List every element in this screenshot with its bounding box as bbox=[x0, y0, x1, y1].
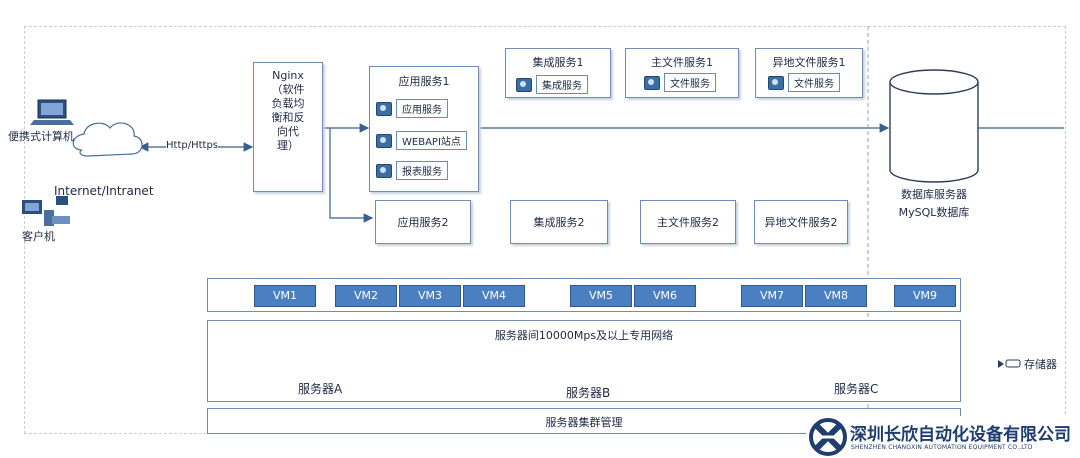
remote-file-service-1-box: 异地文件服务1 文件服务 bbox=[755, 48, 863, 98]
nginx-label: Nginx （软件 负载均 衡和反 向代 理） bbox=[271, 69, 305, 152]
company-name-cn: 深圳长欣自动化设备有限公司 bbox=[850, 425, 1071, 445]
network-label: Internet/Intranet bbox=[54, 184, 154, 198]
vm-3: VM3 bbox=[399, 285, 461, 307]
company-logo: 深圳长欣自动化设备有限公司 SHENZHEN CHANGXIN AUTOMATI… bbox=[806, 416, 1080, 458]
app-service-item: 应用服务 bbox=[376, 99, 448, 118]
client-label: 客户机 bbox=[22, 230, 55, 243]
main-file-service-1-title: 主文件服务1 bbox=[651, 56, 713, 69]
vm-9: VM9 bbox=[894, 285, 956, 307]
server-icon bbox=[376, 101, 392, 116]
storage-arrow-icon bbox=[998, 359, 1021, 368]
integration-service-2-box: 集成服务2 bbox=[510, 200, 608, 244]
vm-1: VM1 bbox=[254, 285, 316, 307]
server-icon bbox=[644, 75, 660, 90]
webapi-item: WEBAPI站点 bbox=[376, 131, 467, 150]
database-label-2: MySQL数据库 bbox=[898, 206, 970, 219]
nginx-box: Nginx （软件 负载均 衡和反 向代 理） bbox=[253, 62, 323, 192]
integration-service-1-title: 集成服务1 bbox=[532, 56, 584, 69]
server-icon bbox=[516, 77, 532, 92]
network-band-label: 服务器间10000Mps及以上专用网络 bbox=[494, 329, 674, 342]
app-service-2-box: 应用服务2 bbox=[375, 200, 471, 244]
app-service-2-label: 应用服务2 bbox=[397, 216, 449, 229]
vm-8: VM8 bbox=[805, 285, 867, 307]
integration-item: 集成服务 bbox=[516, 75, 588, 94]
server-a-label: 服务器A bbox=[298, 382, 343, 396]
company-logo-icon bbox=[809, 418, 847, 456]
main-file-service-2-box: 主文件服务2 bbox=[640, 200, 736, 244]
integration-service-1-box: 集成服务1 集成服务 bbox=[505, 48, 611, 98]
report-item: 报表服务 bbox=[376, 161, 448, 180]
server-icon bbox=[376, 163, 392, 178]
main-file-service-1-box: 主文件服务1 文件服务 bbox=[625, 48, 739, 98]
cluster-management-label: 服务器集群管理 bbox=[545, 416, 623, 429]
protocol-label: Http/Https bbox=[166, 140, 218, 151]
company-name-en: SHENZHEN CHANGXIN AUTOMATION EQUIPMENT C… bbox=[851, 444, 1033, 451]
database-label-1: 数据库服务器 bbox=[901, 188, 967, 201]
remote-file-service-2-label: 异地文件服务2 bbox=[764, 216, 838, 229]
file-item: 文件服务 bbox=[644, 73, 716, 92]
server-c-label: 服务器C bbox=[834, 382, 879, 396]
app-service-1-box: 应用服务1 应用服务 WEBAPI站点 报表服务 bbox=[369, 66, 479, 192]
integration-service-2-label: 集成服务2 bbox=[533, 216, 585, 229]
vm-6: VM6 bbox=[634, 285, 696, 307]
vm-5: VM5 bbox=[570, 285, 632, 307]
network-band: 服务器间10000Mps及以上专用网络 bbox=[207, 320, 961, 402]
server-b-label: 服务器B bbox=[566, 386, 611, 400]
app-service-1-title: 应用服务1 bbox=[398, 75, 450, 88]
storage-label: 存储器 bbox=[1024, 358, 1057, 371]
vm-4: VM4 bbox=[463, 285, 525, 307]
remote-file-item: 文件服务 bbox=[768, 73, 840, 92]
vm-7: VM7 bbox=[741, 285, 803, 307]
remote-file-service-2-box: 异地文件服务2 bbox=[754, 200, 848, 244]
server-icon bbox=[768, 75, 784, 90]
laptop-label: 便携式计算机 bbox=[8, 130, 74, 143]
computer-icon bbox=[22, 196, 70, 226]
laptop-icon bbox=[30, 99, 74, 125]
server-icon bbox=[376, 133, 392, 148]
main-file-service-2-label: 主文件服务2 bbox=[657, 216, 719, 229]
vm-2: VM2 bbox=[335, 285, 397, 307]
remote-file-service-1-title: 异地文件服务1 bbox=[772, 56, 846, 69]
